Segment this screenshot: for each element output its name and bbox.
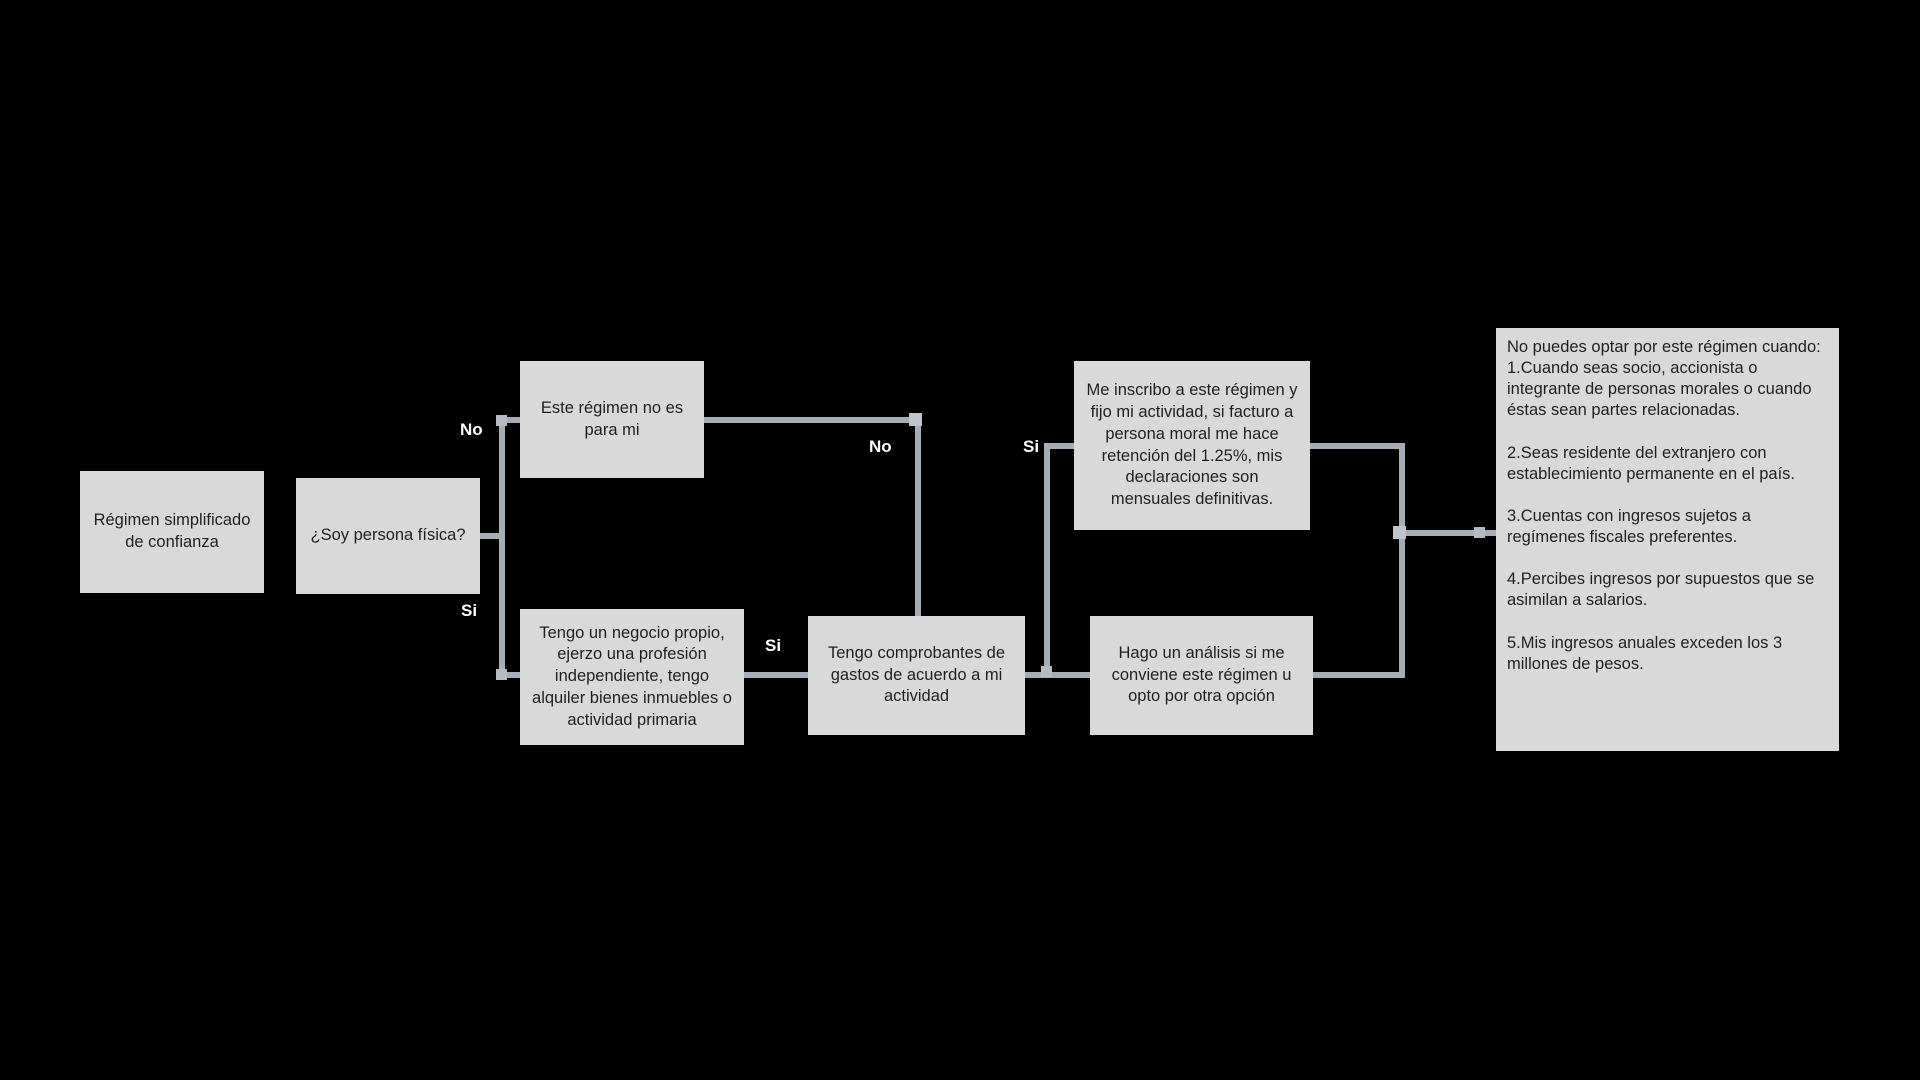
node-exclusions-text: No puedes optar por este régimen cuando:… [1507, 338, 1821, 673]
node-expense-receipts: Tengo comprobantes de gastos de acuerdo … [808, 616, 1025, 735]
connector-segment [1310, 443, 1405, 449]
connector-segment [499, 417, 521, 423]
connector-segment [1313, 672, 1405, 678]
node-not-for-me: Este régimen no es para mi [520, 361, 704, 478]
connector-joint [1041, 666, 1052, 677]
node-enroll-regime: Me inscribo a este régimen y fijo mi act… [1074, 361, 1310, 530]
connector-segment [499, 417, 505, 678]
node-question-persona-fisica: ¿Soy persona física? [296, 478, 480, 594]
connector-segment [1044, 443, 1050, 678]
connector-segment [499, 672, 521, 678]
connector-segment [1044, 443, 1075, 449]
node-business-activity-label: Tengo un negocio propio, ejerzo una prof… [532, 623, 732, 729]
connector-segment [1025, 672, 1091, 678]
node-analysis-option: Hago un análisis si me conviene este rég… [1090, 616, 1313, 735]
node-exclusions-list: No puedes optar por este régimen cuando:… [1496, 328, 1839, 751]
node-business-activity: Tengo un negocio propio, ejerzo una prof… [520, 609, 744, 745]
branch-label-si-bottom: Si [461, 601, 478, 620]
connector-joint [909, 413, 922, 426]
connector-joint [496, 669, 507, 680]
connector-segment [1399, 443, 1405, 678]
connector-segment [1399, 530, 1497, 536]
node-expense-receipts-label: Tengo comprobantes de gastos de acuerdo … [827, 643, 1006, 706]
connector-joint [496, 415, 507, 426]
node-enroll-regime-label: Me inscribo a este régimen y fijo mi act… [1086, 381, 1298, 509]
connector-segment [915, 417, 921, 616]
branch-label-si-receipts: Si [765, 636, 782, 655]
node-start-label: Régimen simplificado de confianza [93, 511, 251, 551]
connector-joint [1474, 527, 1485, 538]
node-question-label: ¿Soy persona física? [310, 526, 466, 545]
connector-joint [1393, 526, 1406, 539]
connector-segment [704, 417, 921, 423]
node-start-regimen-simplificado: Régimen simplificado de confianza [80, 471, 264, 593]
node-not-for-me-label: Este régimen no es para mi [540, 398, 684, 439]
branch-label-no-top: No [460, 420, 483, 439]
branch-label-no-receipts: No [869, 437, 892, 456]
connector-segment [744, 672, 808, 678]
branch-label-si-enroll: Si [1023, 437, 1040, 456]
connector-segment [479, 533, 505, 539]
node-analysis-option-label: Hago un análisis si me conviene este rég… [1111, 643, 1292, 706]
